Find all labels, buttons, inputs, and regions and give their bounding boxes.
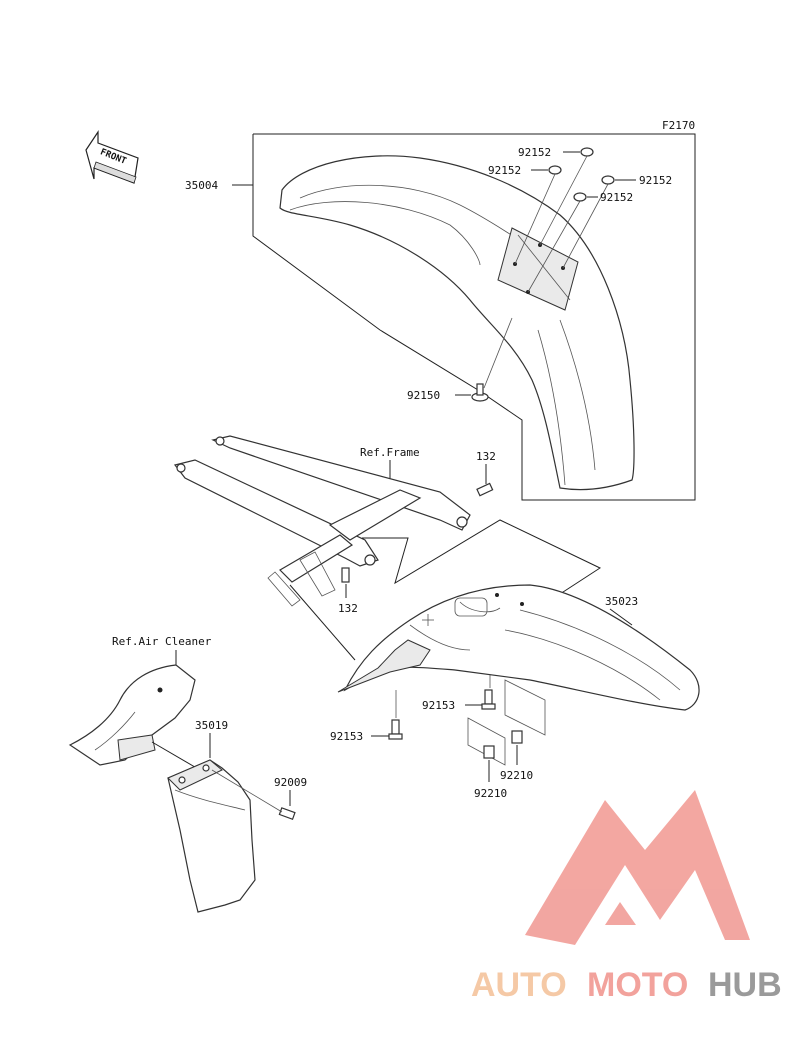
label-132-upper: 132 xyxy=(476,450,496,463)
label-92152-d: 92152 xyxy=(600,191,633,204)
watermark-text-moto: MOTO xyxy=(587,966,688,1004)
bolt-92153-right xyxy=(465,675,496,710)
label-92210-left: 92210 xyxy=(474,787,507,800)
air-cleaner-housing xyxy=(68,664,196,766)
figure-code: F2170 xyxy=(662,119,695,132)
front-fender-callout-box xyxy=(252,133,696,501)
front-fender xyxy=(279,155,635,491)
label-132-lower: 132 xyxy=(338,602,358,615)
watermark-text-auto: AUTO xyxy=(471,966,567,1004)
label-92153-left: 92153 xyxy=(330,730,363,743)
label-ref-air-cleaner: Ref.Air Cleaner xyxy=(112,635,212,648)
nut-92210-group xyxy=(467,679,546,782)
bolt-132-upper xyxy=(476,464,494,497)
label-35004: 35004 xyxy=(185,179,218,192)
bolt-132-lower xyxy=(341,567,350,598)
front-arrow-icon: FRONT xyxy=(85,130,139,184)
label-92210-right: 92210 xyxy=(500,769,533,782)
label-92152-c: 92152 xyxy=(639,174,672,187)
bolt-92153-left xyxy=(371,690,403,740)
label-35023: 35023 xyxy=(605,595,638,608)
label-92150: 92150 xyxy=(407,389,440,402)
label-ref-frame: Ref.Frame xyxy=(360,446,420,459)
washer-92152-group xyxy=(514,147,636,293)
label-92152-b: 92152 xyxy=(488,164,521,177)
label-92009: 92009 xyxy=(274,776,307,789)
label-35019: 35019 xyxy=(195,719,228,732)
watermark-text-hub: HUB xyxy=(708,966,782,1004)
label-92153-right: 92153 xyxy=(422,699,455,712)
watermark-logo-icon xyxy=(525,790,750,945)
rear-fender xyxy=(337,584,700,711)
mud-flap xyxy=(167,759,256,913)
screw-92009 xyxy=(211,769,296,820)
rear-subframe xyxy=(173,435,471,607)
label-92152-a: 92152 xyxy=(518,146,551,159)
bolt-92150 xyxy=(455,317,513,402)
